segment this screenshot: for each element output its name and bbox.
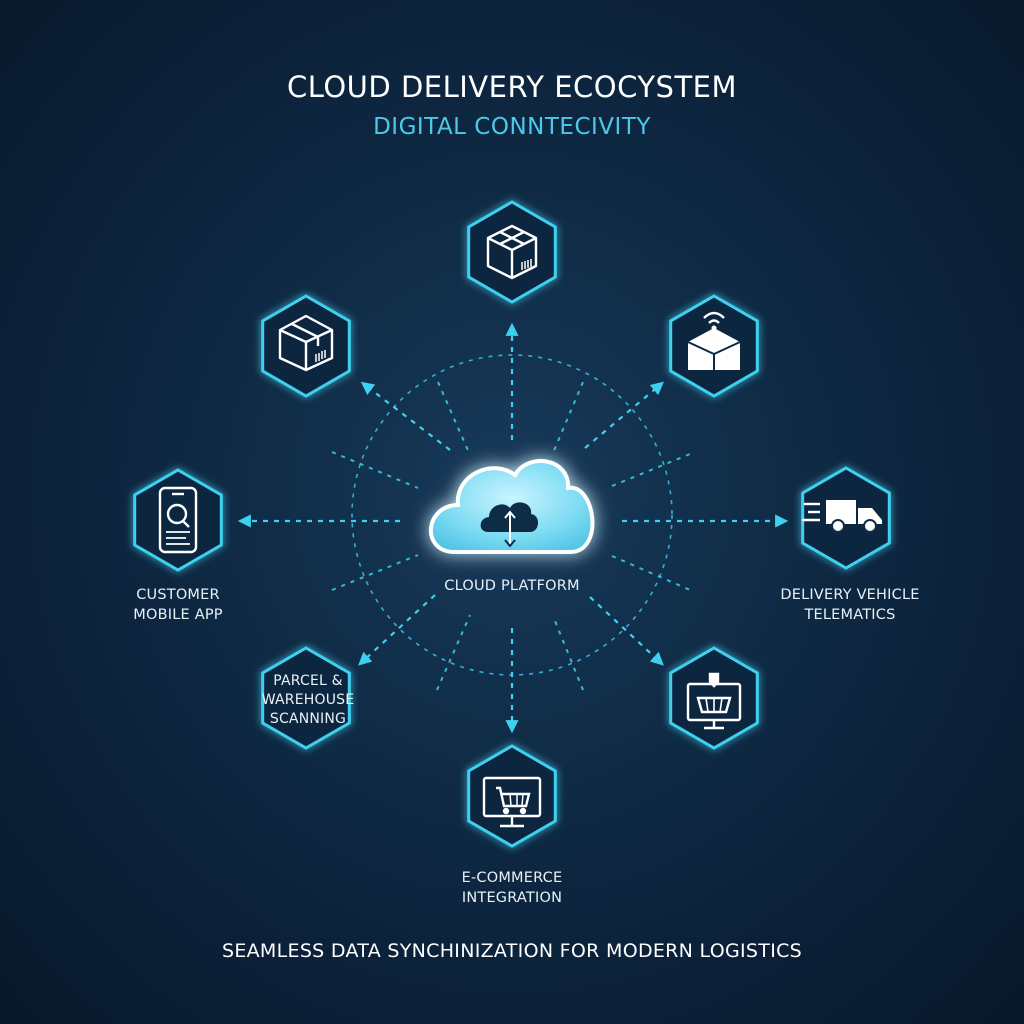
cloud-platform-label: CLOUD PLATFORM bbox=[444, 578, 580, 594]
diagram-footer: SEAMLESS DATA SYNCHINIZATION FOR MODERN … bbox=[221, 940, 803, 962]
radial-dash bbox=[611, 555, 691, 591]
radial-dash bbox=[552, 381, 584, 454]
diagram-subtitle: DIGITAL CONNTECIVITY bbox=[373, 114, 651, 140]
ecommerce-monitor-icon bbox=[686, 672, 742, 730]
hex-node-bottom bbox=[467, 744, 557, 848]
radial-dashes bbox=[331, 381, 691, 691]
package-barcode-icon bbox=[278, 314, 334, 372]
hex-layer bbox=[133, 200, 891, 848]
radial-dash bbox=[331, 554, 419, 591]
connector-bottom-right bbox=[589, 596, 664, 666]
radial-dash bbox=[611, 453, 691, 487]
radial-dash bbox=[552, 615, 584, 691]
parcel-warehouse-scanning-label: PARCEL & WAREHOUSE SCANNING bbox=[261, 673, 355, 727]
smart-warehouse-wifi-icon bbox=[687, 311, 741, 370]
delivery-truck-icon bbox=[802, 500, 882, 533]
shopping-cart-monitor-icon bbox=[482, 776, 542, 828]
package-box-icon bbox=[486, 224, 538, 280]
connectors bbox=[237, 322, 789, 734]
connector-top-left bbox=[360, 381, 451, 451]
radial-dash bbox=[437, 381, 471, 456]
connector-top-right bbox=[584, 381, 665, 449]
hex-node-left bbox=[133, 468, 223, 572]
connector-bottom-left bbox=[358, 594, 436, 666]
radial-dash bbox=[436, 614, 471, 691]
mobile-app-icon bbox=[158, 486, 198, 554]
ecommerce-integration-label: E-COMMERCE INTEGRATION bbox=[461, 870, 563, 906]
cloud-upload-download-icon bbox=[480, 502, 539, 548]
radial-dash bbox=[331, 451, 419, 489]
delivery-vehicle-telematics-label: DELIVERY VEHICLE TELEMATICS bbox=[780, 587, 920, 623]
customer-mobile-app-label: CUSTOMER MOBILE APP bbox=[133, 587, 223, 623]
diagram-title: CLOUD DELIVERY ECOCYSTEM bbox=[286, 70, 738, 104]
hex-node-bottom-left bbox=[261, 646, 351, 750]
